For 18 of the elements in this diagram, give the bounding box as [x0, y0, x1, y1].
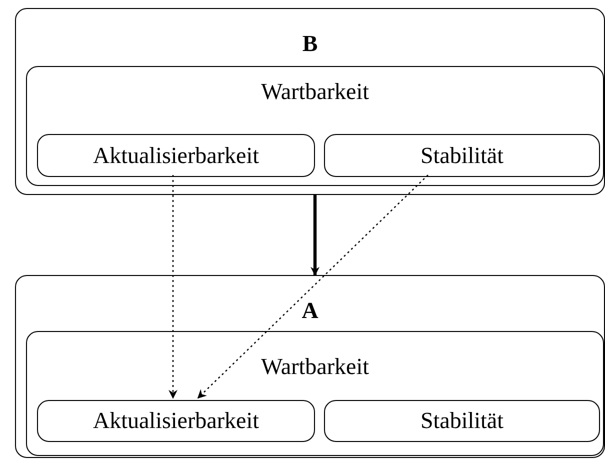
- arrow: [310, 195, 320, 276]
- attribute-label: Stabilität: [420, 408, 504, 434]
- group-box: [15, 275, 605, 458]
- group-box: [15, 8, 605, 195]
- arrow: [168, 175, 178, 399]
- group-box: [26, 331, 604, 456]
- attribute-label: Aktualisierbarkeit: [92, 142, 260, 168]
- attribute-box: [37, 400, 315, 442]
- attribute-label: Aktualisierbarkeit: [92, 408, 260, 434]
- group-title: A: [300, 298, 320, 324]
- group-title: Wartbarkeit: [260, 79, 370, 105]
- attribute-box: [324, 134, 600, 177]
- attribute-box: [37, 134, 315, 177]
- attribute-box: [324, 400, 600, 442]
- attribute-label: Stabilität: [420, 142, 504, 168]
- group-box: [26, 66, 604, 186]
- group-title: B: [301, 31, 319, 57]
- group-title: Wartbarkeit: [260, 354, 370, 380]
